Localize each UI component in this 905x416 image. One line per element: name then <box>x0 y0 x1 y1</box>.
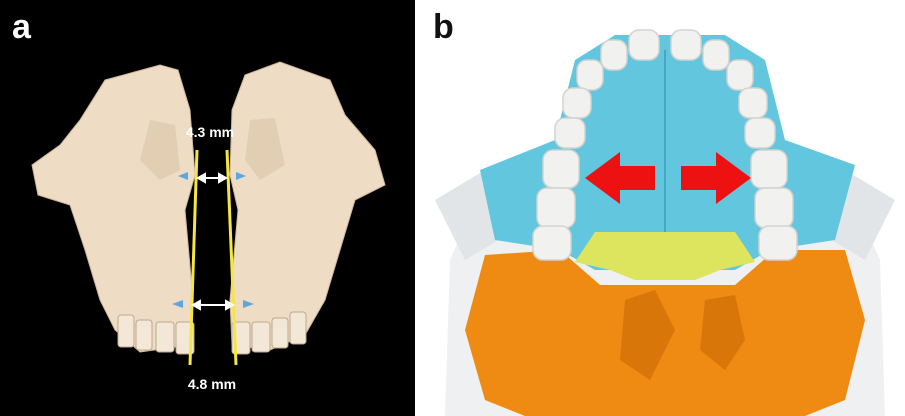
top-double-arrow <box>198 174 226 182</box>
bottom-double-arrow <box>193 301 233 309</box>
palate-illustration <box>425 0 905 416</box>
bottom-measurement-label: 4.8 mm <box>172 376 252 392</box>
right-maxilla-bone <box>230 62 385 350</box>
top-measurement-label: 4.3 mm <box>170 124 250 140</box>
left-maxilla-bone <box>32 65 195 352</box>
panel-label-a: a <box>12 10 31 44</box>
maxilla-front-illustration <box>0 0 415 416</box>
panel-a-skull-front-view: a 4.3 mm 4.8 mm <box>0 0 415 416</box>
panel-b-palate-view: b <box>425 0 905 416</box>
panel-label-b: b <box>433 10 454 44</box>
